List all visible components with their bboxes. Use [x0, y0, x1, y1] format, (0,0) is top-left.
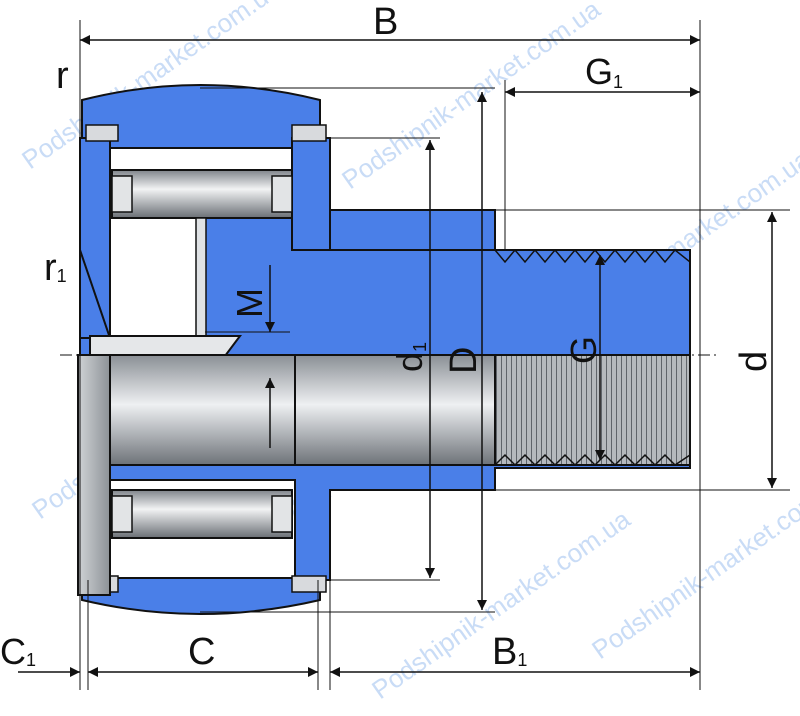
label-G1-main: G	[585, 51, 613, 92]
label-d1-main: d	[389, 352, 430, 372]
roller-bottom-cage-left	[111, 495, 133, 533]
roller-bottom	[111, 489, 293, 539]
end-plate	[89, 335, 242, 357]
label-d1: d1	[389, 342, 430, 372]
label-D: D	[443, 347, 485, 374]
label-r1-sub: 1	[57, 266, 67, 286]
label-d1-sub: 1	[410, 342, 430, 352]
label-r1-main: r	[44, 247, 57, 289]
label-C1-main: C	[0, 631, 26, 672]
lube-channel	[195, 217, 207, 341]
inner-ring-top	[291, 137, 496, 251]
roller-top	[111, 169, 293, 219]
label-C1: C1	[0, 631, 36, 672]
label-B1: B1	[492, 631, 527, 673]
shaft-shoulder	[294, 354, 496, 466]
label-B1-main: B	[492, 631, 517, 673]
watermark-text: Podshipnik-market.com.ua	[586, 463, 800, 664]
roller-top-body	[111, 169, 293, 219]
label-r1: r1	[44, 247, 67, 289]
label-G1: G1	[585, 51, 623, 92]
seal-top-left	[85, 124, 119, 142]
dimension-lines	[18, 35, 777, 677]
inner-ring-top-shape	[291, 137, 331, 251]
label-B1-sub: 1	[517, 650, 527, 670]
flange-ring	[329, 209, 496, 251]
thread-teeth-bottom	[494, 453, 691, 467]
label-C1-sub: 1	[26, 650, 36, 670]
watermark-text: Podshipnik-market.com.ua	[366, 503, 636, 704]
seal-bottom-right	[291, 575, 327, 593]
label-r: r	[56, 55, 69, 97]
seal-top-right	[291, 124, 327, 142]
labels: B G1 r r1 M d1 D G d C1 C B1	[0, 1, 775, 673]
label-G1-sub: 1	[613, 72, 623, 92]
outer-ring-bottom	[81, 577, 321, 615]
roller-bottom-body	[111, 489, 293, 539]
label-G: G	[563, 336, 604, 364]
stud-head	[77, 354, 111, 596]
roller-top-cage-left	[111, 175, 133, 213]
outer-ring-top	[81, 84, 321, 149]
thread-teeth-top	[494, 248, 691, 264]
extension-lines	[79, 20, 790, 690]
roller-top-cage-right	[271, 175, 293, 213]
thread	[494, 354, 691, 466]
label-M: M	[229, 288, 270, 318]
label-B: B	[373, 1, 398, 43]
roller-bottom-cage-right	[271, 495, 293, 533]
label-C: C	[188, 631, 215, 673]
label-d: d	[733, 351, 775, 372]
outer-ring	[81, 84, 321, 615]
